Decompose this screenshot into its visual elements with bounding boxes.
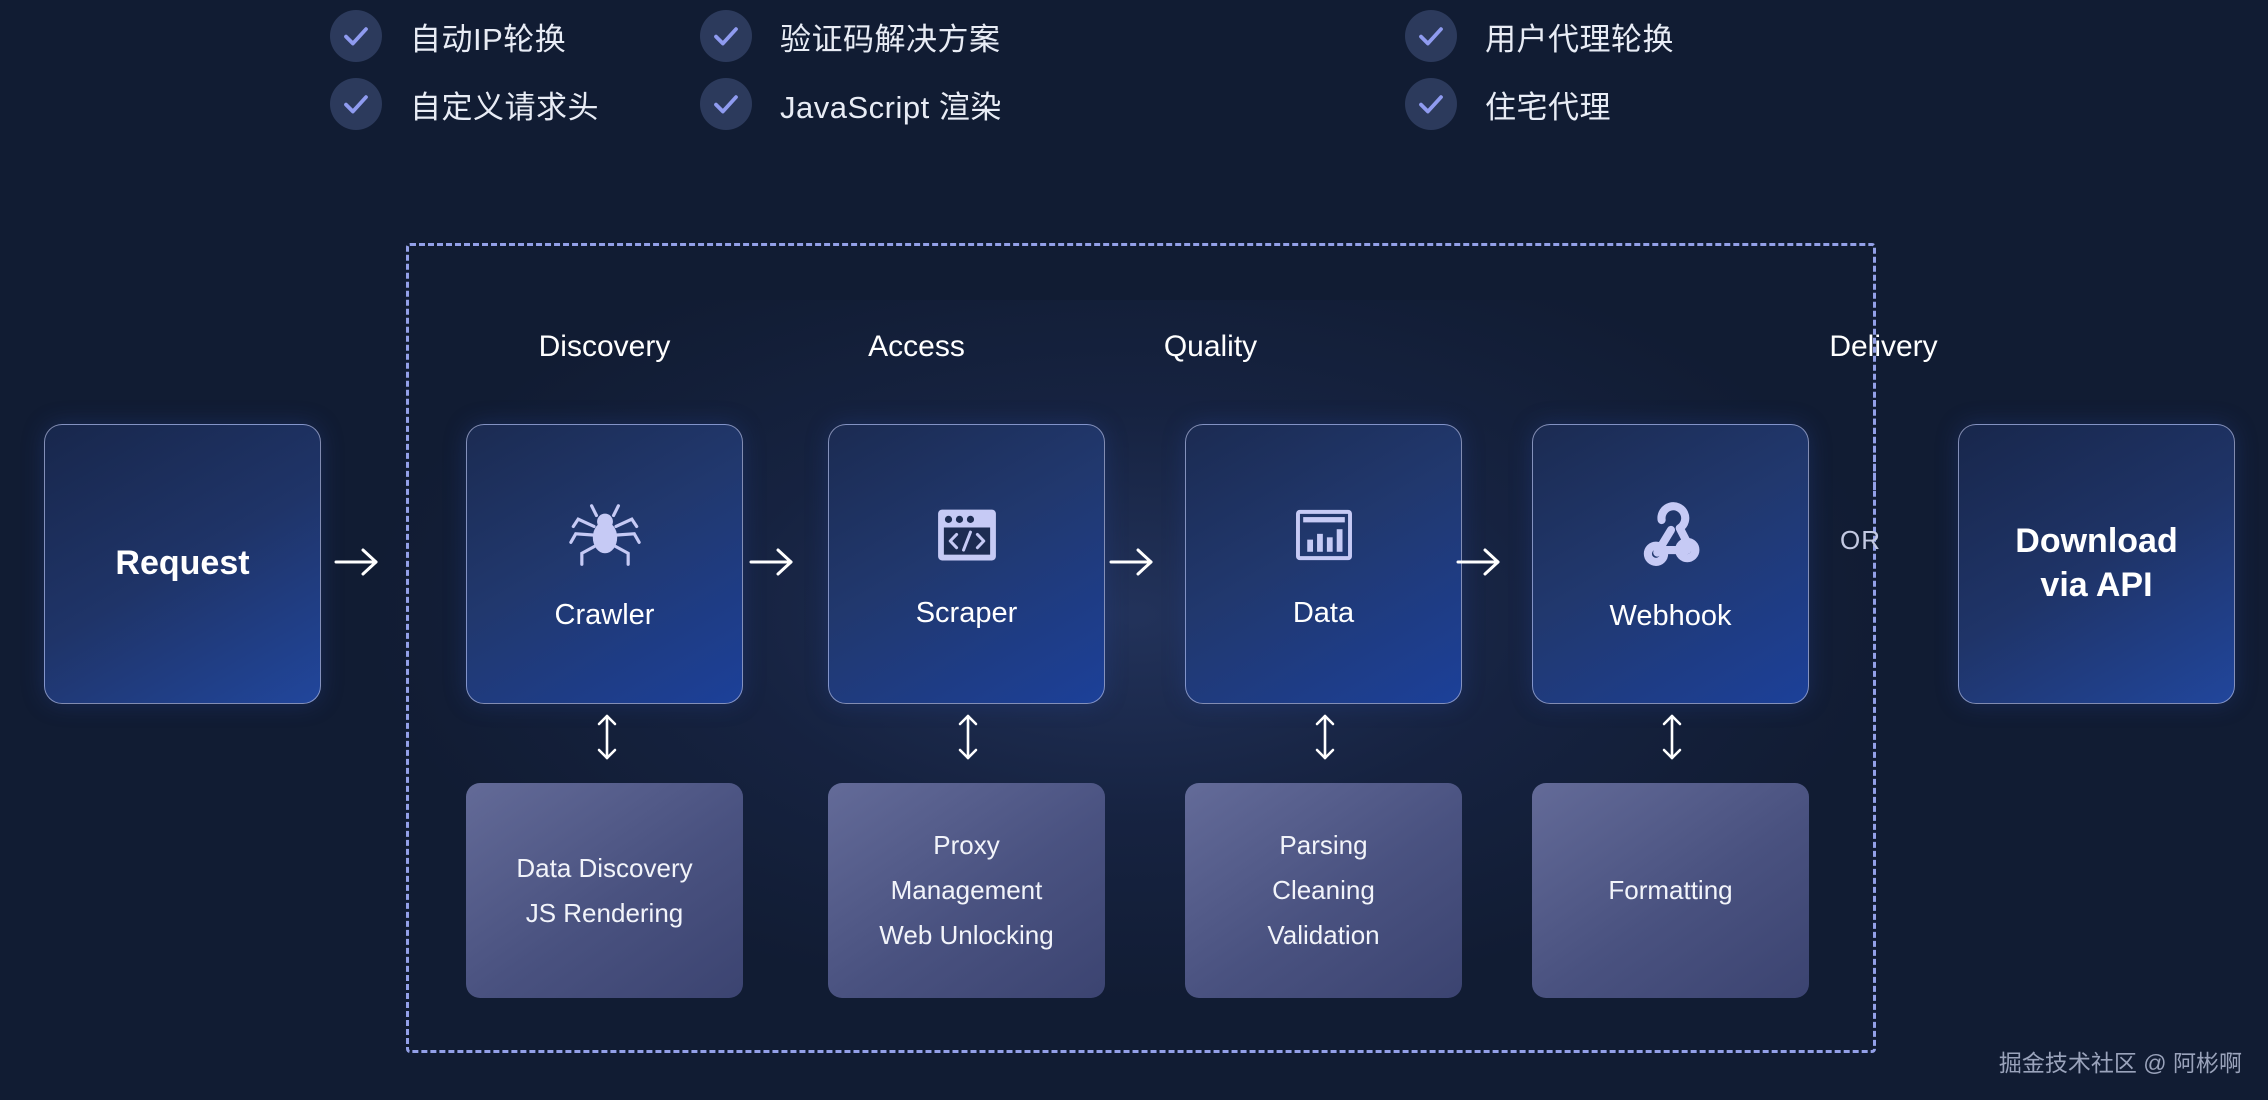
arrow-right-icon — [330, 540, 386, 584]
arrow-up-down-icon — [1655, 710, 1689, 764]
arrow-right-icon — [1452, 540, 1508, 584]
node-card-data[interactable]: Data — [1185, 424, 1462, 704]
check-icon — [700, 78, 752, 130]
node-label: Data — [1292, 597, 1355, 629]
watermark: 掘金技术社区 @ 阿彬啊 — [1998, 1050, 2242, 1076]
node-card-webhook[interactable]: Webhook — [1532, 424, 1809, 704]
node-label: Webhook — [1609, 600, 1732, 632]
node-card-scraper[interactable]: Scraper — [828, 424, 1105, 704]
branch-divider — [1873, 400, 1876, 490]
detail-line: Management — [890, 875, 1043, 905]
detail-line: Cleaning — [1272, 875, 1375, 905]
arrow-up-down-icon — [1308, 710, 1342, 764]
feature-checklist: 自动IP轮换 验证码解决方案 用户代理轮换自定义请求头 JavaScript 渲染 住宅… — [0, 0, 2268, 190]
check-icon — [330, 78, 382, 130]
arrow-up-down-icon — [590, 710, 624, 764]
feature-label: 自动IP轮换 — [410, 21, 567, 57]
check-icon — [700, 10, 752, 62]
feature-item: JavaScript 渲染 — [700, 78, 1002, 130]
feature-item: 住宅代理 — [1405, 78, 1611, 130]
spider-icon — [566, 496, 644, 579]
node-label: Scraper — [915, 597, 1018, 629]
arrow-right-icon — [1105, 540, 1161, 584]
webhook-icon — [1631, 495, 1711, 580]
detail-line: Proxy — [933, 830, 1000, 860]
pipeline-container — [406, 243, 1876, 1053]
stage-label-access: Access — [868, 330, 965, 363]
feature-label: 用户代理轮换 — [1485, 21, 1674, 57]
bar-chart-window-icon — [1287, 498, 1361, 577]
download-label-line2: via API — [2040, 566, 2153, 604]
node-card-crawler[interactable]: Crawler — [466, 424, 743, 704]
check-icon — [1405, 78, 1457, 130]
feature-label: JavaScript 渲染 — [780, 89, 1002, 125]
feature-item: 自动IP轮换 — [330, 10, 566, 62]
detail-line: Validation — [1267, 920, 1380, 950]
detail-line: Data Discovery — [516, 852, 693, 883]
detail-line: Formatting — [1608, 875, 1733, 905]
node-label: Crawler — [554, 599, 655, 631]
feature-label: 验证码解决方案 — [780, 21, 1001, 57]
or-label: OR — [1840, 525, 1881, 555]
detail-card: Formatting — [1532, 783, 1809, 998]
request-label: Request — [115, 544, 250, 583]
check-icon — [1405, 10, 1457, 62]
stage-label-delivery: Delivery — [1829, 330, 1938, 363]
download-via-api-card[interactable]: Download via API — [1958, 424, 2235, 704]
detail-line: Parsing — [1279, 830, 1368, 860]
arrow-up-down-icon — [951, 710, 985, 764]
feature-item: 用户代理轮换 — [1405, 10, 1674, 62]
feature-label: 自定义请求头 — [410, 89, 599, 125]
detail-line: Web Unlocking — [879, 920, 1054, 950]
detail-card: Data Discovery JS Rendering — [466, 783, 743, 998]
stage-label-discovery: Discovery — [538, 330, 671, 363]
check-icon — [330, 10, 382, 62]
feature-item: 验证码解决方案 — [700, 10, 1001, 62]
feature-item: 自定义请求头 — [330, 78, 599, 130]
stage-label-quality: Quality — [1163, 330, 1258, 363]
feature-label: 住宅代理 — [1485, 89, 1611, 125]
detail-line: JS Rendering — [525, 897, 684, 928]
code-window-icon — [930, 498, 1004, 577]
download-label-line1: Download — [2015, 522, 2178, 561]
request-card[interactable]: Request — [44, 424, 321, 704]
arrow-right-icon — [745, 540, 801, 584]
